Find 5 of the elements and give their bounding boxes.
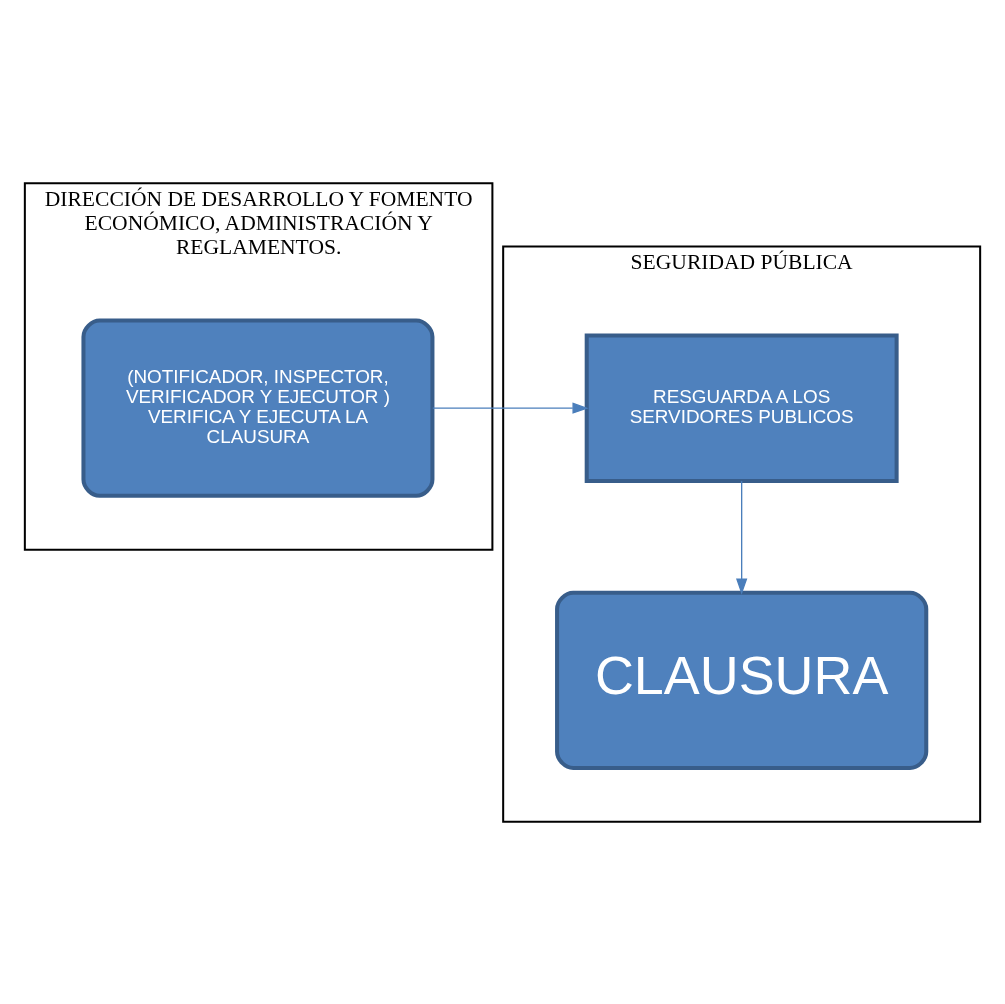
node-box: CLAUSURA [555, 590, 929, 770]
arrow [736, 479, 748, 595]
node-box: (NOTIFICADOR, INSPECTOR, VERIFICADOR Y EJECUTOR ) VERIFICA Y EJECUTA LA CLAUSURA [81, 318, 435, 498]
arrow [432, 402, 589, 414]
node-box: RESGUARDA A LOS SERVIDORES PUBLICOS [584, 332, 899, 483]
